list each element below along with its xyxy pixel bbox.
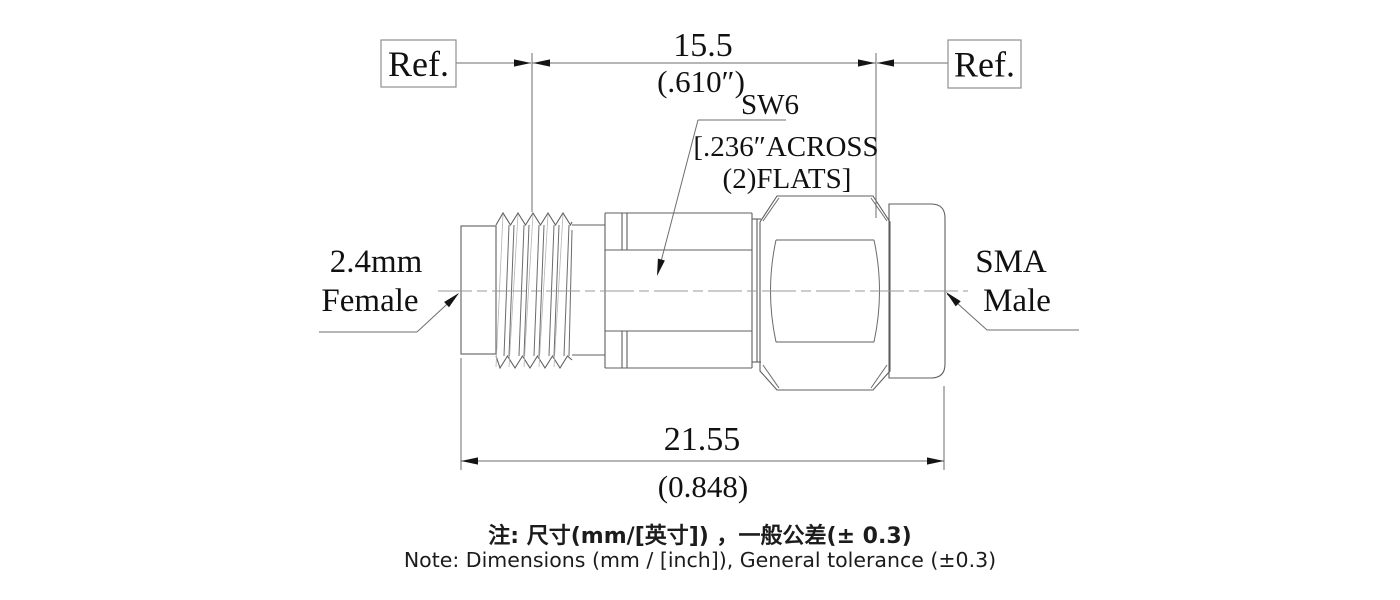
note-english: Note: Dimensions (mm / [inch]), General …: [404, 548, 996, 572]
bottom-dim-inch: (0.848): [658, 469, 748, 504]
wrench-across-label: [.236″ACROSS: [693, 131, 878, 163]
arrowhead: [514, 59, 531, 67]
left-port-size: 2.4mm: [330, 244, 423, 280]
right-port-callout: SMA Male: [946, 244, 1079, 331]
neck-section: [572, 224, 605, 356]
arrowhead: [858, 59, 875, 67]
arrowhead: [461, 457, 478, 465]
left-port-callout: 2.4mm Female: [319, 244, 459, 333]
ref-box-right: [947, 39, 1022, 89]
body-section: [604, 212, 761, 369]
right-port-type: SMA: [975, 244, 1047, 280]
arrowhead: [444, 293, 459, 308]
wrench-size-label: SW6: [741, 89, 799, 121]
right-port-gender: Male: [983, 283, 1051, 319]
ref-box-left: [380, 39, 457, 88]
wrench-callout: SW6 [.236″ACROSS (2)FLATS]: [657, 89, 879, 276]
bottom-dimension: 21.55 (0.848): [460, 358, 945, 504]
hex-nut: [759, 195, 891, 391]
callout-leader: [657, 119, 699, 274]
top-dim-inch: (.610″): [657, 64, 745, 99]
sma-plug-end: [888, 203, 946, 379]
arrowhead: [927, 457, 944, 465]
arrowhead: [533, 59, 550, 67]
ref-label-right: Ref.: [954, 45, 1015, 85]
arrowhead: [877, 59, 894, 67]
top-dimension: Ref. Ref. 15.5 (.610″): [380, 27, 1022, 218]
left-port-gender: Female: [321, 283, 418, 319]
left-coupling-nut-2p4mm: [460, 225, 497, 355]
arrowhead: [946, 292, 961, 307]
wrench-flats-label: (2)FLATS]: [723, 163, 852, 195]
ref-label-left: Ref.: [388, 44, 449, 84]
note-chinese: 注: 尺寸(mm/[英寸]) ，一般公差(± 0.3): [488, 523, 911, 549]
top-dim-mm: 15.5: [673, 27, 733, 64]
bottom-dim-mm: 21.55: [664, 421, 741, 458]
notes: 注: 尺寸(mm/[英寸]) ，一般公差(± 0.3) Note: Dimens…: [404, 523, 996, 572]
arrowhead: [657, 258, 665, 276]
